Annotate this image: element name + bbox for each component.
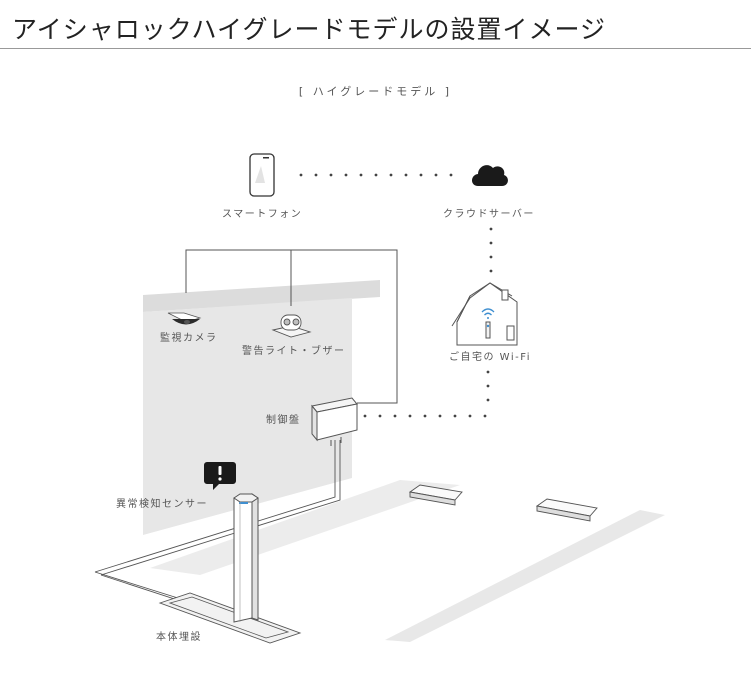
warning-light-icon — [271, 314, 312, 338]
ground-stripe-left — [150, 480, 460, 575]
diagram-subtitle: [ ハイグレードモデル ] — [298, 85, 453, 98]
sensor-bollard — [233, 493, 259, 623]
ground-stripe-right — [385, 510, 665, 642]
ceiling-slab — [143, 280, 380, 312]
burial-label: 本体埋設 — [156, 632, 202, 643]
controller-label: 制御盤 — [266, 415, 301, 426]
controller-box — [311, 397, 358, 446]
wifi-icon — [481, 308, 495, 319]
wheel-stopper-2 — [535, 498, 598, 522]
exclamation-speech-icon — [204, 462, 236, 490]
burial-pit — [158, 592, 302, 644]
wheel-stopper-1 — [408, 484, 463, 506]
home-wifi-label: ご自宅の Wi-Fi — [449, 352, 532, 363]
smartphone-icon — [249, 153, 275, 197]
camera-label: 監視カメラ — [160, 333, 218, 344]
smartphone-label: スマートフォン — [222, 209, 303, 220]
sensor-label: 異常検知センサー — [116, 499, 208, 510]
house-icon — [451, 282, 518, 346]
cloud-icon — [472, 165, 508, 186]
alarm-label: 警告ライト・ブザー — [242, 346, 346, 357]
wired-connections — [185, 249, 398, 404]
title-divider — [0, 48, 751, 49]
wall — [143, 298, 352, 535]
page-title: アイシャロックハイグレードモデルの設置イメージ — [12, 15, 607, 44]
wireless-links — [299, 173, 493, 418]
dome-camera-icon — [167, 312, 202, 325]
cloud-server-label: クラウドサーバー — [443, 209, 535, 220]
